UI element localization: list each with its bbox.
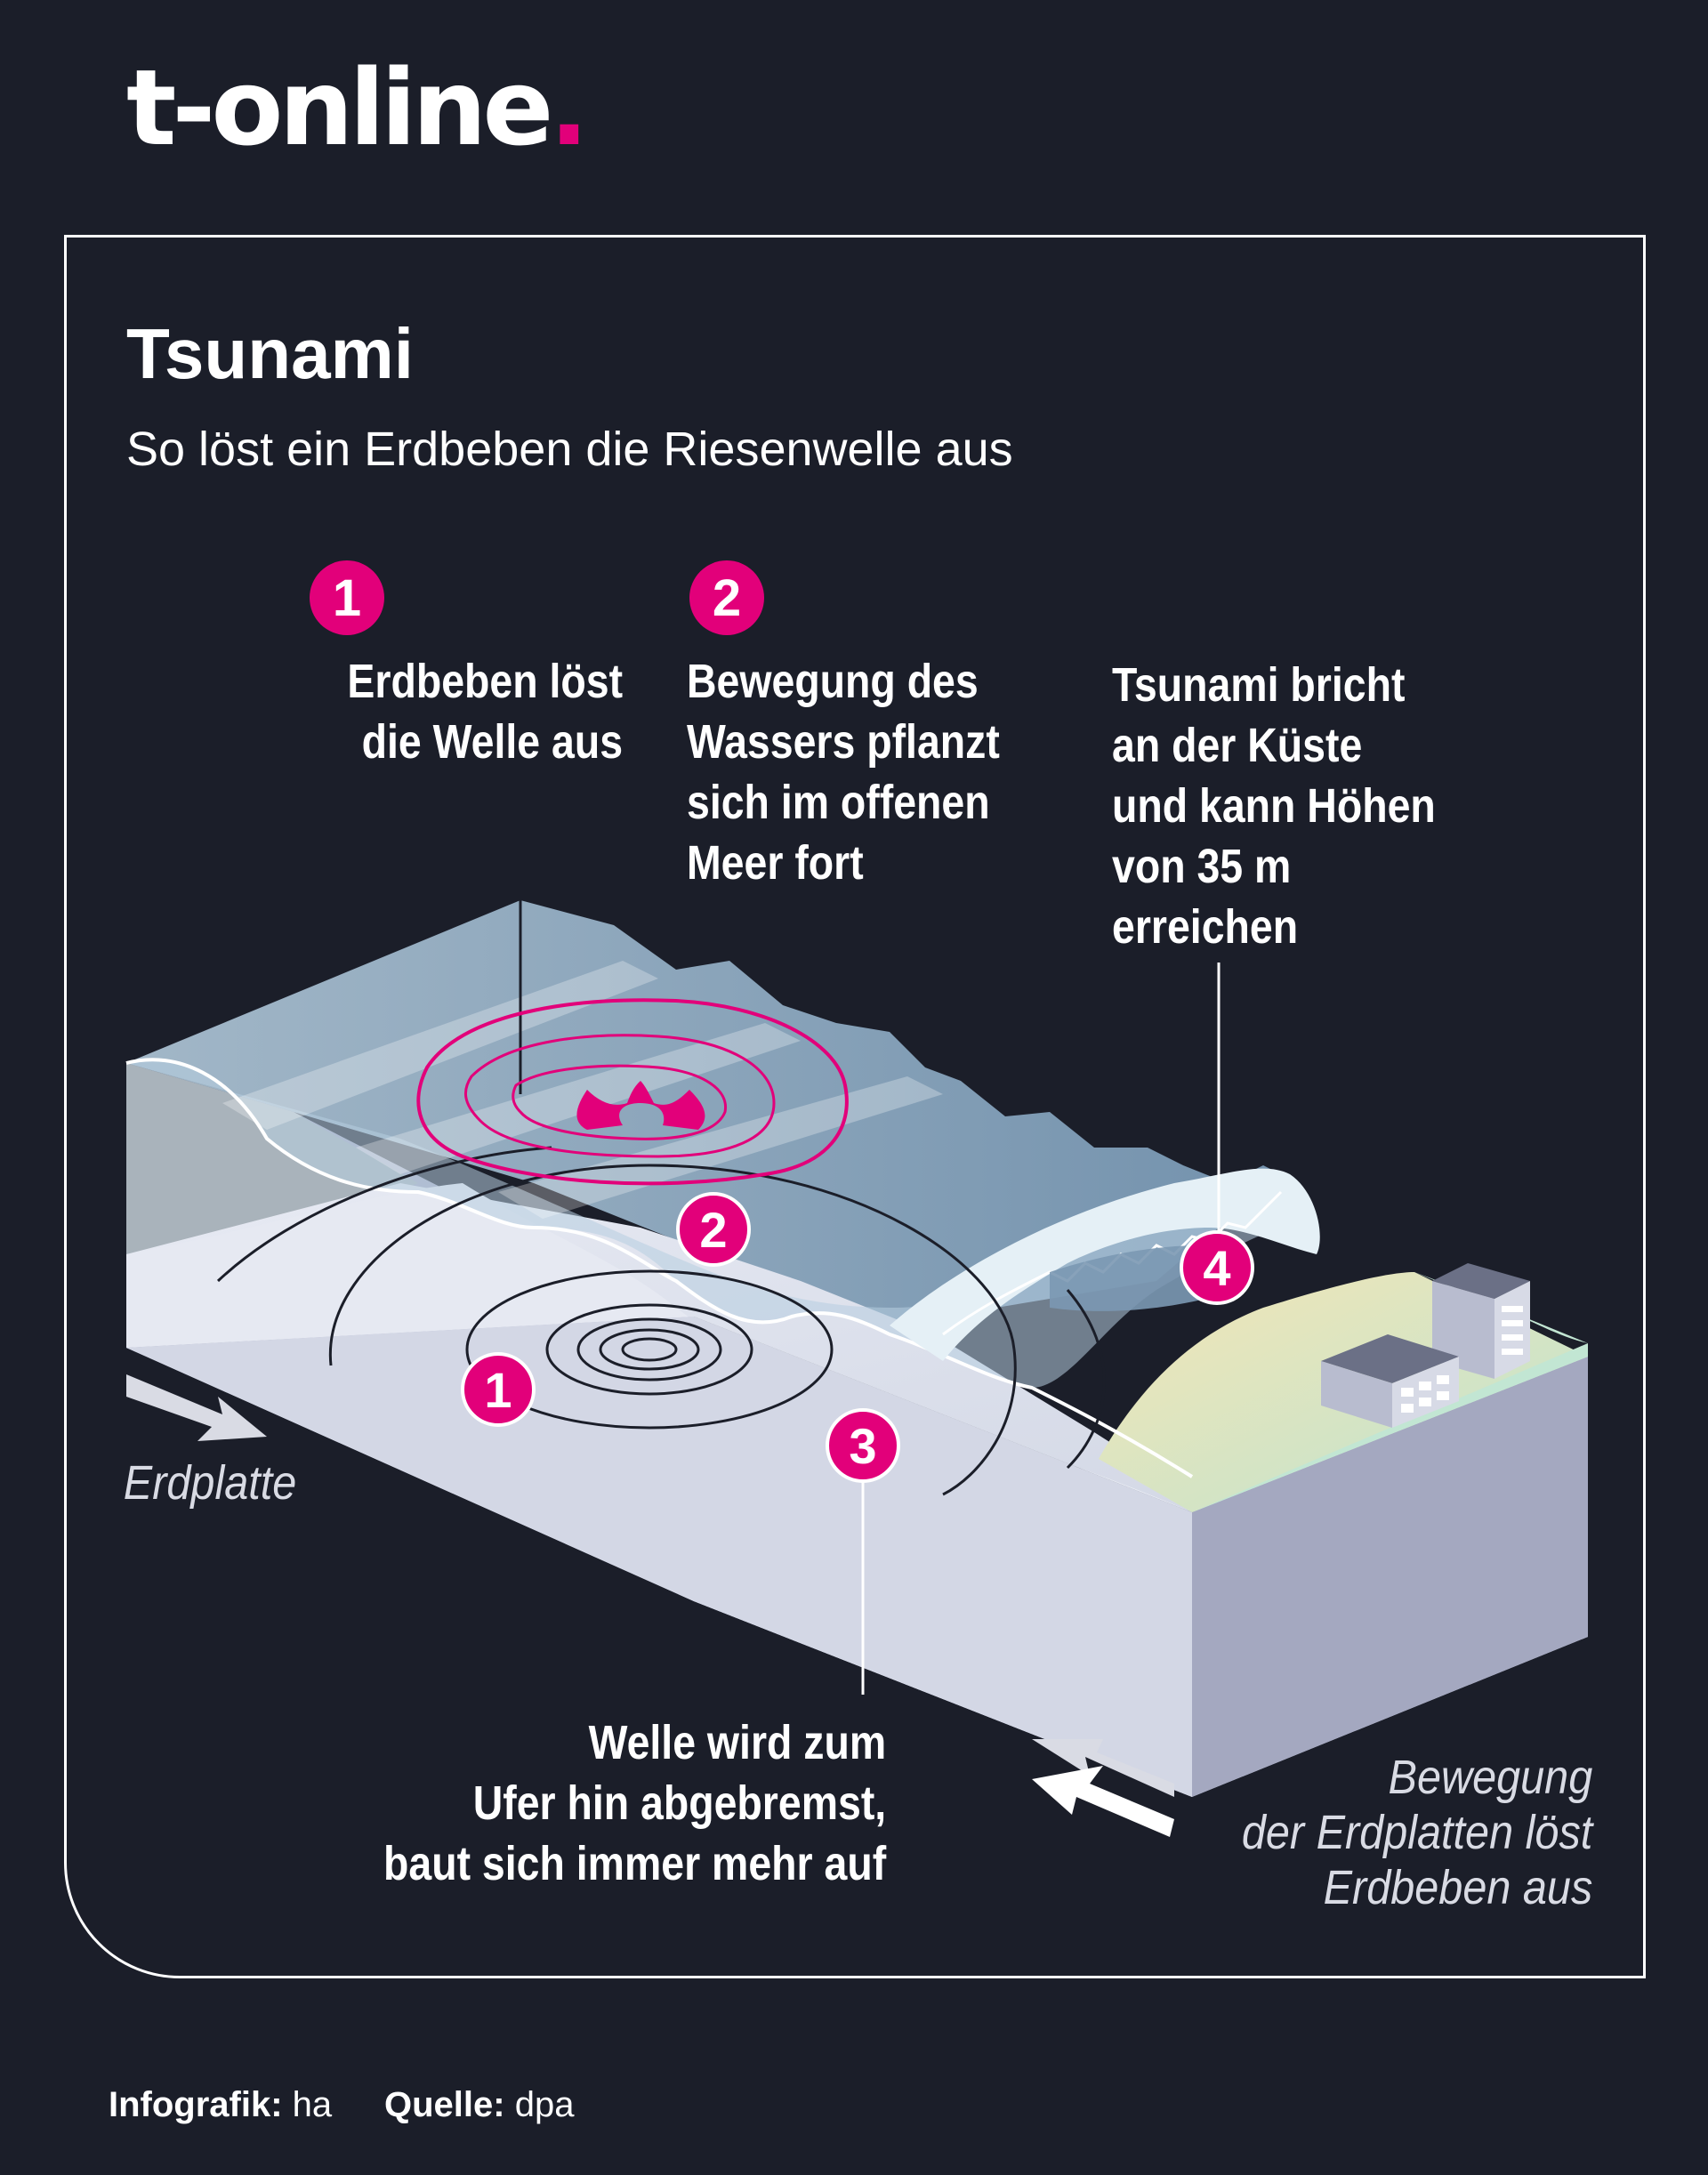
- credit-source-label: Quelle:: [384, 2085, 505, 2124]
- step-3-text: Welle wird zum Ufer hin abgebremst, baut…: [383, 1712, 886, 1894]
- front-face: [126, 1317, 1588, 1797]
- step-2-number: 2: [712, 568, 742, 627]
- movement-line-2: der Erdplatten löst: [1241, 1806, 1592, 1859]
- arrow-plate-right: [1032, 1739, 1174, 1837]
- step-4-line-1: Tsunami bricht: [1112, 658, 1406, 712]
- movement-line-3: Erdbeben aus: [1323, 1861, 1592, 1914]
- diagram-badge-2-label: 2: [699, 1202, 727, 1258]
- brand-name: t-online: [126, 46, 553, 169]
- step-2-badge: 2: [689, 560, 764, 635]
- diagram-badge-2: 2: [676, 1192, 751, 1267]
- step-2-line-3: sich im offenen: [687, 776, 990, 829]
- step-1-badge: 1: [310, 560, 384, 635]
- diagram-badge-3-label: 3: [849, 1418, 876, 1474]
- page-title: Tsunami: [126, 314, 415, 393]
- diagram-badge-4: 4: [1180, 1230, 1254, 1305]
- movement-label: Bewegung der Erdplatten löst Erdbeben au…: [1242, 1750, 1592, 1915]
- step-1-text: Erdbeben löst die Welle aus: [347, 651, 623, 772]
- credit-graphic-value: ha: [292, 2085, 333, 2124]
- diagram-badge-1-label: 1: [484, 1362, 512, 1418]
- buildings: [1321, 1263, 1530, 1428]
- seafloor-rings: [216, 1146, 1106, 1496]
- page-subtitle: So löst ein Erdbeben die Riesenwelle aus: [126, 423, 1013, 476]
- step-2-line-1: Bewegung des: [687, 655, 979, 708]
- step-3-line-2: Ufer hin abgebremst,: [472, 1776, 886, 1830]
- step-3-line-1: Welle wird zum: [588, 1716, 886, 1769]
- step-2-line-4: Meer fort: [687, 836, 864, 890]
- diagram-badge-1: 1: [461, 1352, 536, 1427]
- credit-graphic-label: Infografik:: [109, 2085, 283, 2124]
- plate-label-text: Erdplatte: [123, 1456, 297, 1510]
- brand-logo: t-online.: [126, 55, 589, 160]
- credit-graphic: Infografik: ha: [109, 2087, 332, 2123]
- step-2-line-2: Wassers pflanzt: [687, 715, 1000, 769]
- step-1-line-2: die Welle aus: [361, 715, 623, 769]
- credit-source: Quelle: dpa: [384, 2087, 574, 2123]
- epicentre-surface: [416, 900, 849, 1186]
- step-3-line-3: baut sich immer mehr auf: [383, 1837, 886, 1890]
- diagram-badge-4-label: 4: [1203, 1240, 1230, 1296]
- step-4-line-5: erreichen: [1112, 900, 1299, 954]
- plate-label: Erdplatte: [124, 1455, 297, 1510]
- diagram-badge-3: 3: [826, 1408, 900, 1483]
- step-1-line-1: Erdbeben löst: [347, 655, 623, 708]
- brand-dot: .: [549, 46, 589, 169]
- step-4-text: Tsunami bricht an der Küste und kann Höh…: [1112, 655, 1436, 957]
- infographic-frame: [64, 235, 1646, 1978]
- step-2-text: Bewegung des Wassers pflanzt sich im off…: [687, 651, 1000, 893]
- credit-source-value: dpa: [514, 2085, 575, 2124]
- step-1-number: 1: [332, 568, 362, 627]
- step-4-line-3: und kann Höhen: [1112, 779, 1436, 833]
- movement-line-1: Bewegung: [1388, 1751, 1592, 1804]
- step-4-line-4: von 35 m: [1112, 840, 1292, 893]
- arrow-plate-left: [126, 1374, 267, 1441]
- step-4-line-2: an der Küste: [1112, 719, 1363, 772]
